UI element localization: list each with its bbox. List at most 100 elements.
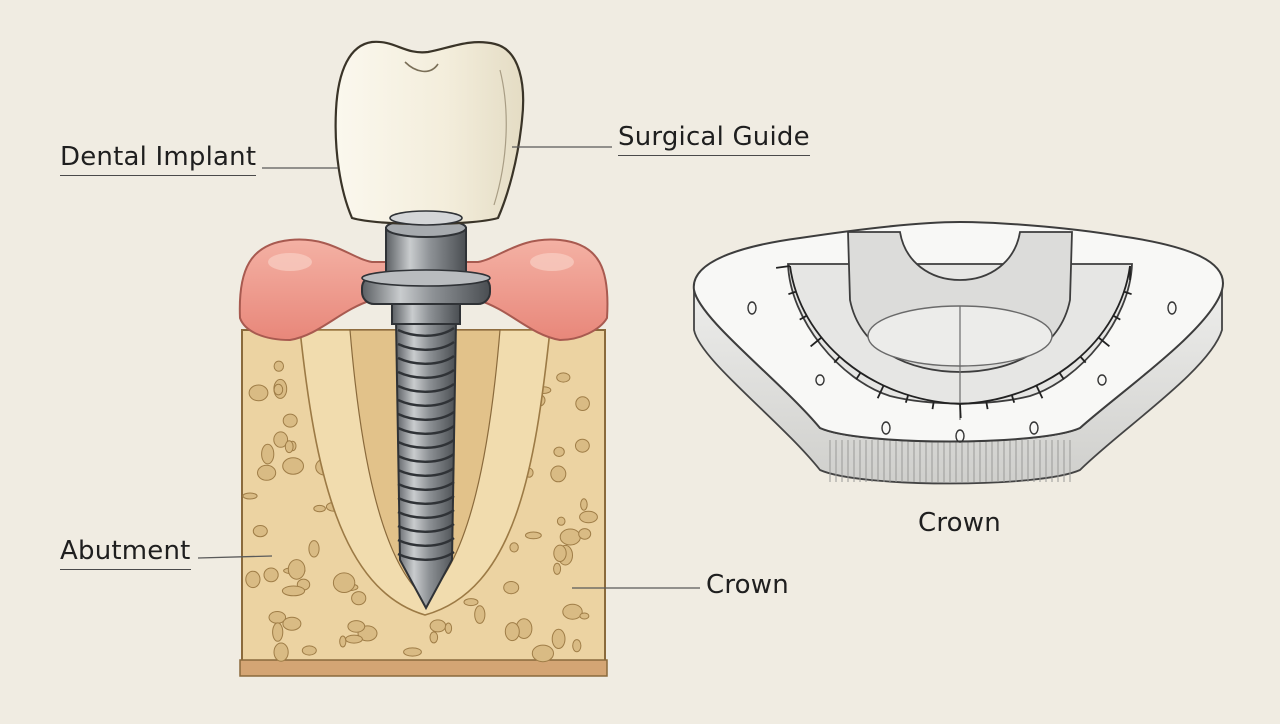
bone-pore xyxy=(556,372,571,383)
bone-pore xyxy=(287,559,306,580)
bone-pore xyxy=(575,396,590,412)
bone-pore xyxy=(503,581,520,595)
bone-pore xyxy=(313,504,326,513)
bone-pore xyxy=(282,413,298,428)
tooth-crown xyxy=(334,40,525,226)
bone-pore xyxy=(284,440,294,454)
bone-base xyxy=(239,659,608,677)
guide-tick xyxy=(1097,336,1110,348)
guide-tick xyxy=(959,403,962,419)
guide-edge-hatching xyxy=(829,440,1071,482)
thread-line xyxy=(397,410,455,421)
bone-pore xyxy=(575,438,590,453)
bone-pore xyxy=(531,644,555,663)
bone-pore xyxy=(252,525,268,538)
guide-tick xyxy=(1123,290,1132,296)
label-abutment: Abutment xyxy=(60,536,191,570)
bone-pore xyxy=(429,631,439,644)
guide-tick xyxy=(810,336,823,348)
bone-pore xyxy=(273,642,289,662)
bone-pore xyxy=(551,628,566,650)
bone-pore xyxy=(444,622,453,634)
bone-pores xyxy=(242,353,598,663)
bone-pore xyxy=(504,622,520,642)
bone-pore xyxy=(345,634,363,644)
bone-pore xyxy=(282,616,302,631)
bone-pore xyxy=(562,603,583,620)
bone-pore xyxy=(248,384,269,402)
bone-pore xyxy=(273,431,289,448)
gum-highlight-left xyxy=(268,253,312,271)
collar-rim xyxy=(361,269,491,287)
surgical-guide-illustration xyxy=(692,220,1224,485)
tooth-crown-shade xyxy=(493,69,507,206)
thread-line xyxy=(397,438,455,449)
guide-tick xyxy=(775,265,791,269)
guide-mark xyxy=(1167,301,1177,315)
bone-pore xyxy=(245,570,261,589)
bone-pore xyxy=(257,464,277,481)
label-crown-left: Crown xyxy=(706,570,789,600)
guide-tick xyxy=(1035,385,1044,399)
implant-neck xyxy=(391,303,461,325)
bone-pore xyxy=(474,605,486,624)
implant-threads xyxy=(397,326,455,561)
bone-pore xyxy=(463,598,479,607)
label-surgical-guide: Surgical Guide xyxy=(618,122,810,156)
guide-mark xyxy=(955,429,965,443)
guide-ticks xyxy=(775,265,1132,419)
guide-mark xyxy=(1097,374,1107,386)
bone-pore xyxy=(282,457,305,475)
guide-tick xyxy=(876,385,885,399)
bone-pore xyxy=(509,542,519,553)
guide-tick xyxy=(788,290,797,296)
guide-mark xyxy=(881,421,891,435)
bone-pore xyxy=(429,619,447,633)
thread-line xyxy=(397,494,455,505)
thread-line xyxy=(397,424,455,435)
guide-tick xyxy=(1079,356,1087,364)
bone-pore xyxy=(301,645,317,656)
bone-pore xyxy=(550,465,567,483)
bone-pore xyxy=(261,443,275,465)
bone-pore xyxy=(579,510,598,524)
thread-line xyxy=(397,452,455,463)
guide-tick xyxy=(799,314,808,321)
thread-line xyxy=(397,396,455,407)
bone-pore xyxy=(403,647,422,657)
guide-tick xyxy=(1010,394,1016,403)
bone-pore xyxy=(559,528,581,546)
bone-pore xyxy=(242,492,258,500)
bone-pore xyxy=(351,591,367,606)
bone-pore xyxy=(578,528,592,540)
guide-tick xyxy=(1058,372,1065,380)
leader-abutment xyxy=(197,555,273,559)
guide-marks xyxy=(747,301,1177,443)
bone-pore xyxy=(556,516,566,526)
thread-line xyxy=(397,480,455,491)
bone-pore xyxy=(553,562,562,575)
guide-tick xyxy=(985,401,989,410)
guide-tick xyxy=(1112,314,1121,321)
guide-mark xyxy=(1029,421,1039,435)
bone-pore xyxy=(273,360,284,372)
thread-line xyxy=(397,340,455,351)
thread-line xyxy=(397,508,455,519)
guide-tick xyxy=(904,394,910,403)
label-dental-implant: Dental Implant xyxy=(60,142,257,176)
bone-pore xyxy=(273,383,284,396)
bone-pore xyxy=(308,540,320,558)
bone-pore xyxy=(272,622,284,642)
bone-pore xyxy=(347,620,366,633)
guide-mark xyxy=(815,374,825,386)
bone-pore xyxy=(580,498,588,511)
crown-base xyxy=(389,210,463,226)
guide-tick xyxy=(855,372,862,380)
gum-highlight-right xyxy=(530,253,574,271)
thread-line xyxy=(397,368,455,379)
thread-line xyxy=(397,536,455,547)
thread-line xyxy=(397,466,455,477)
bone-pore xyxy=(263,567,279,583)
